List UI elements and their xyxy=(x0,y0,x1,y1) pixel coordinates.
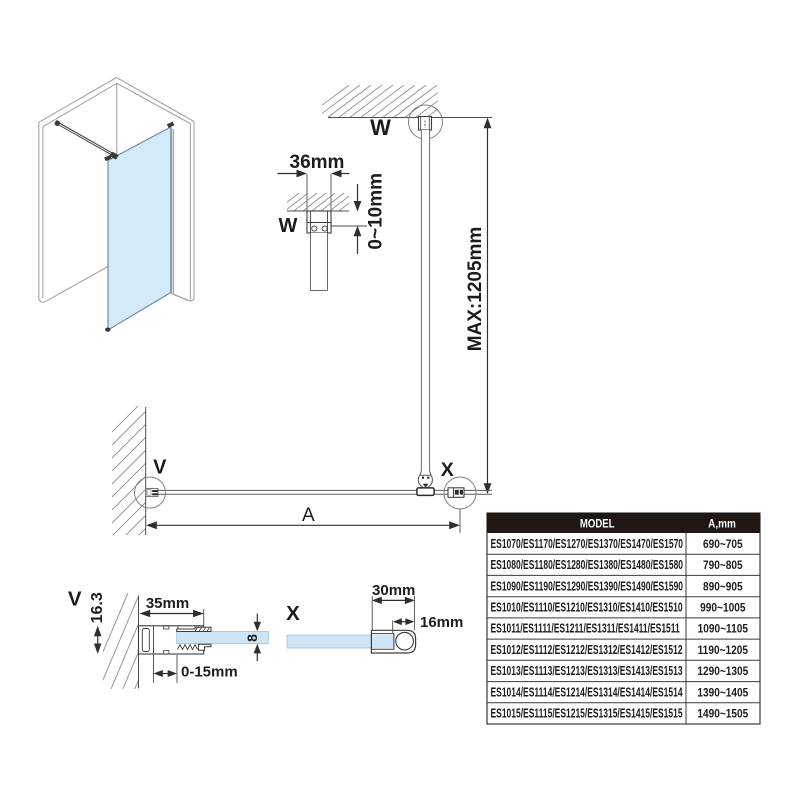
svg-text:W: W xyxy=(370,115,391,140)
svg-text:ES1090/ES1190/ES1290/ES1390/ES: ES1090/ES1190/ES1290/ES1390/ES1490/ES159… xyxy=(491,580,684,594)
svg-text:MAX:1205mm: MAX:1205mm xyxy=(465,227,486,352)
svg-text:8: 8 xyxy=(244,634,260,642)
svg-text:ES1010/ES1110/ES1210/ES1310/ES: ES1010/ES1110/ES1210/ES1310/ES1410/ES151… xyxy=(491,601,683,615)
svg-text:A,mm: A,mm xyxy=(708,518,736,531)
svg-text:36mm: 36mm xyxy=(290,152,345,173)
svg-text:ES1015/ES1115/ES1215/ES1315/ES: ES1015/ES1115/ES1215/ES1315/ES1415/ES151… xyxy=(491,707,683,721)
svg-text:X: X xyxy=(286,602,300,625)
svg-text:A: A xyxy=(302,505,315,526)
svg-text:0-15mm: 0-15mm xyxy=(181,664,238,681)
svg-text:V: V xyxy=(153,457,167,479)
svg-text:1390~1405: 1390~1405 xyxy=(697,687,748,700)
svg-text:X: X xyxy=(441,459,454,481)
svg-text:ES1014/ES1114/ES1214/ES1314/ES: ES1014/ES1114/ES1214/ES1314/ES1414/ES151… xyxy=(491,686,683,700)
svg-text:1490~1505: 1490~1505 xyxy=(697,708,748,721)
svg-text:790~805: 790~805 xyxy=(703,560,743,573)
svg-text:990~1005: 990~1005 xyxy=(700,602,745,615)
svg-text:W: W xyxy=(279,215,298,237)
svg-text:V: V xyxy=(68,588,82,611)
svg-text:1090~1105: 1090~1105 xyxy=(698,623,748,636)
svg-text:30mm: 30mm xyxy=(372,582,415,599)
svg-text:16.3: 16.3 xyxy=(89,592,106,623)
svg-text:1290~1305: 1290~1305 xyxy=(697,666,748,679)
svg-text:16mm: 16mm xyxy=(420,614,463,631)
svg-text:690~705: 690~705 xyxy=(703,538,743,551)
svg-text:ES1070/ES1170/ES1270/ES1370/ES: ES1070/ES1170/ES1270/ES1370/ES1470/ES157… xyxy=(491,537,684,551)
svg-text:35mm: 35mm xyxy=(146,595,189,612)
svg-text:ES1011/ES1111/ES1211/ES1311/ES: ES1011/ES1111/ES1211/ES1311/ES1411/ES151… xyxy=(491,622,680,636)
svg-text:890~905: 890~905 xyxy=(703,581,743,594)
svg-text:ES1012/ES1112/ES1212/ES1312/ES: ES1012/ES1112/ES1212/ES1312/ES1412/ES151… xyxy=(491,643,683,657)
svg-text:ES1013/ES1113/ES1213/ES1313/ES: ES1013/ES1113/ES1213/ES1313/ES1413/ES151… xyxy=(491,665,683,679)
svg-text:1190~1205: 1190~1205 xyxy=(698,644,748,657)
svg-text:MODEL: MODEL xyxy=(580,518,615,531)
svg-text:ES1080/ES1180/ES1280/ES1380/ES: ES1080/ES1180/ES1280/ES1380/ES1480/ES158… xyxy=(491,559,684,573)
svg-text:0~10mm: 0~10mm xyxy=(366,173,387,250)
